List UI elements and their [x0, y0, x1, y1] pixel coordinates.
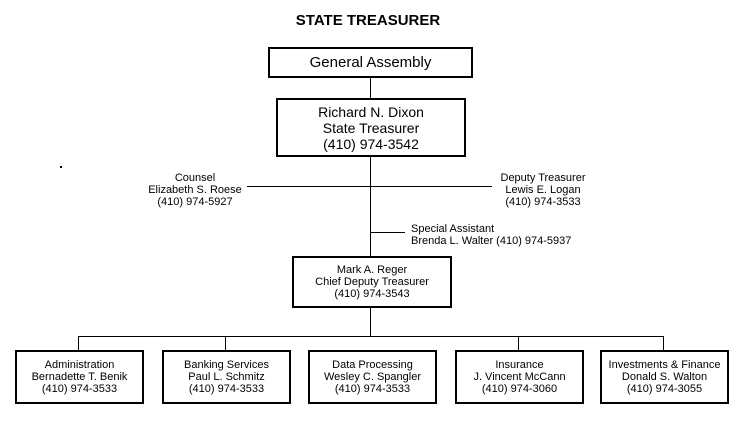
- division-phone: (410) 974-3533: [334, 383, 411, 395]
- division-dept: Insurance: [495, 359, 544, 371]
- division-head: J. Vincent McCann: [473, 371, 566, 383]
- connector-division-4: [518, 336, 519, 350]
- division-head: Bernadette T. Benik: [31, 371, 128, 383]
- general-assembly-label: General Assembly: [309, 53, 432, 71]
- treasurer-name: Richard N. Dixon: [318, 103, 424, 120]
- stray-dot: [60, 166, 62, 168]
- connector-staff-horizontal: [247, 186, 492, 187]
- division-dept: Banking Services: [184, 359, 269, 371]
- deputy-label: Deputy Treasurer Lewis E. Logan (410) 97…: [478, 172, 608, 208]
- division-box-administration: Administration Bernadette T. Benik (410)…: [15, 350, 144, 404]
- treasurer-box: Richard N. Dixon State Treasurer (410) 9…: [276, 98, 466, 157]
- division-dept: Investments & Finance: [608, 359, 721, 371]
- division-dept: Data Processing: [332, 359, 413, 371]
- connector-special-assistant: [371, 232, 405, 233]
- counsel-name: Elizabeth S. Roese: [148, 184, 242, 196]
- connector-division-2: [225, 336, 226, 350]
- treasurer-phone: (410) 974-3542: [323, 135, 419, 152]
- special-assistant-label: Special Assistant Brenda L. Walter (410)…: [411, 223, 571, 247]
- division-phone: (410) 974-3060: [481, 383, 558, 395]
- division-head: Donald S. Walton: [621, 371, 708, 383]
- division-box-insurance: Insurance J. Vincent McCann (410) 974-30…: [455, 350, 584, 404]
- division-dept: Administration: [44, 359, 115, 371]
- division-phone: (410) 974-3055: [626, 383, 703, 395]
- connector-main-vertical: [370, 76, 371, 336]
- division-box-banking: Banking Services Paul L. Schmitz (410) 9…: [162, 350, 291, 404]
- chief-deputy-name: Mark A. Reger: [336, 264, 408, 276]
- division-head: Paul L. Schmitz: [188, 371, 265, 383]
- connector-divisions-horizontal: [78, 336, 663, 337]
- counsel-label: Counsel Elizabeth S. Roese (410) 974-592…: [130, 172, 260, 208]
- chief-deputy-title: Chief Deputy Treasurer: [315, 276, 429, 288]
- division-phone: (410) 974-3533: [41, 383, 118, 395]
- treasurer-title: State Treasurer: [322, 119, 420, 136]
- division-phone: (410) 974-3533: [188, 383, 265, 395]
- deputy-phone: (410) 974-3533: [505, 196, 581, 208]
- deputy-name: Lewis E. Logan: [505, 184, 581, 196]
- division-box-data-processing: Data Processing Wesley C. Spangler (410)…: [308, 350, 437, 404]
- division-head: Wesley C. Spangler: [323, 371, 421, 383]
- chart-title: STATE TREASURER: [295, 12, 441, 29]
- deputy-title: Deputy Treasurer: [500, 172, 586, 184]
- general-assembly-box: General Assembly: [268, 47, 473, 78]
- connector-division-1: [78, 336, 79, 350]
- counsel-phone: (410) 974-5927: [157, 196, 233, 208]
- connector-division-5: [663, 336, 664, 350]
- special-assistant-title: Special Assistant: [411, 223, 495, 235]
- counsel-title: Counsel: [174, 172, 216, 184]
- division-box-investments: Investments & Finance Donald S. Walton (…: [600, 350, 729, 404]
- chief-deputy-box: Mark A. Reger Chief Deputy Treasurer (41…: [292, 256, 452, 308]
- chief-deputy-phone: (410) 974-3543: [334, 288, 410, 300]
- special-assistant-name-phone: Brenda L. Walter (410) 974-5937: [411, 235, 572, 247]
